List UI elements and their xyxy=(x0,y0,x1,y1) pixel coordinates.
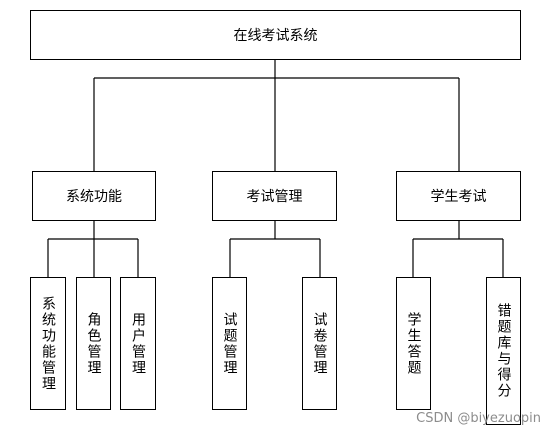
leaf-wrong-questions-and-score: 错题库与得分 xyxy=(486,277,521,425)
leaf-label: 系统功能管理 xyxy=(40,295,56,392)
node-label: 系统功能 xyxy=(66,189,122,205)
node-system-functions: 系统功能 xyxy=(32,171,156,221)
leaf-label: 试卷管理 xyxy=(311,311,328,376)
root-node-label: 在线考试系统 xyxy=(233,28,318,44)
node-exam-management: 考试管理 xyxy=(212,171,337,221)
leaf-system-function-management: 系统功能管理 xyxy=(30,277,66,410)
leaf-label: 用户管理 xyxy=(130,311,146,376)
root-node: 在线考试系统 xyxy=(30,10,521,60)
leaf-role-management: 角色管理 xyxy=(76,277,111,410)
leaf-paper-management: 试卷管理 xyxy=(302,277,337,410)
leaf-question-management: 试题管理 xyxy=(212,277,247,410)
leaf-label: 学生答题 xyxy=(405,311,422,376)
watermark: CSDN @biyezuopin xyxy=(416,411,541,426)
leaf-label: 错题库与得分 xyxy=(495,303,512,399)
node-label: 学生考试 xyxy=(430,189,487,205)
node-student-exam: 学生考试 xyxy=(396,171,521,221)
node-label: 考试管理 xyxy=(246,189,303,205)
leaf-student-answering: 学生答题 xyxy=(396,277,431,410)
leaf-label: 角色管理 xyxy=(85,311,102,376)
leaf-label: 试题管理 xyxy=(221,311,238,376)
leaf-user-management: 用户管理 xyxy=(120,277,156,410)
